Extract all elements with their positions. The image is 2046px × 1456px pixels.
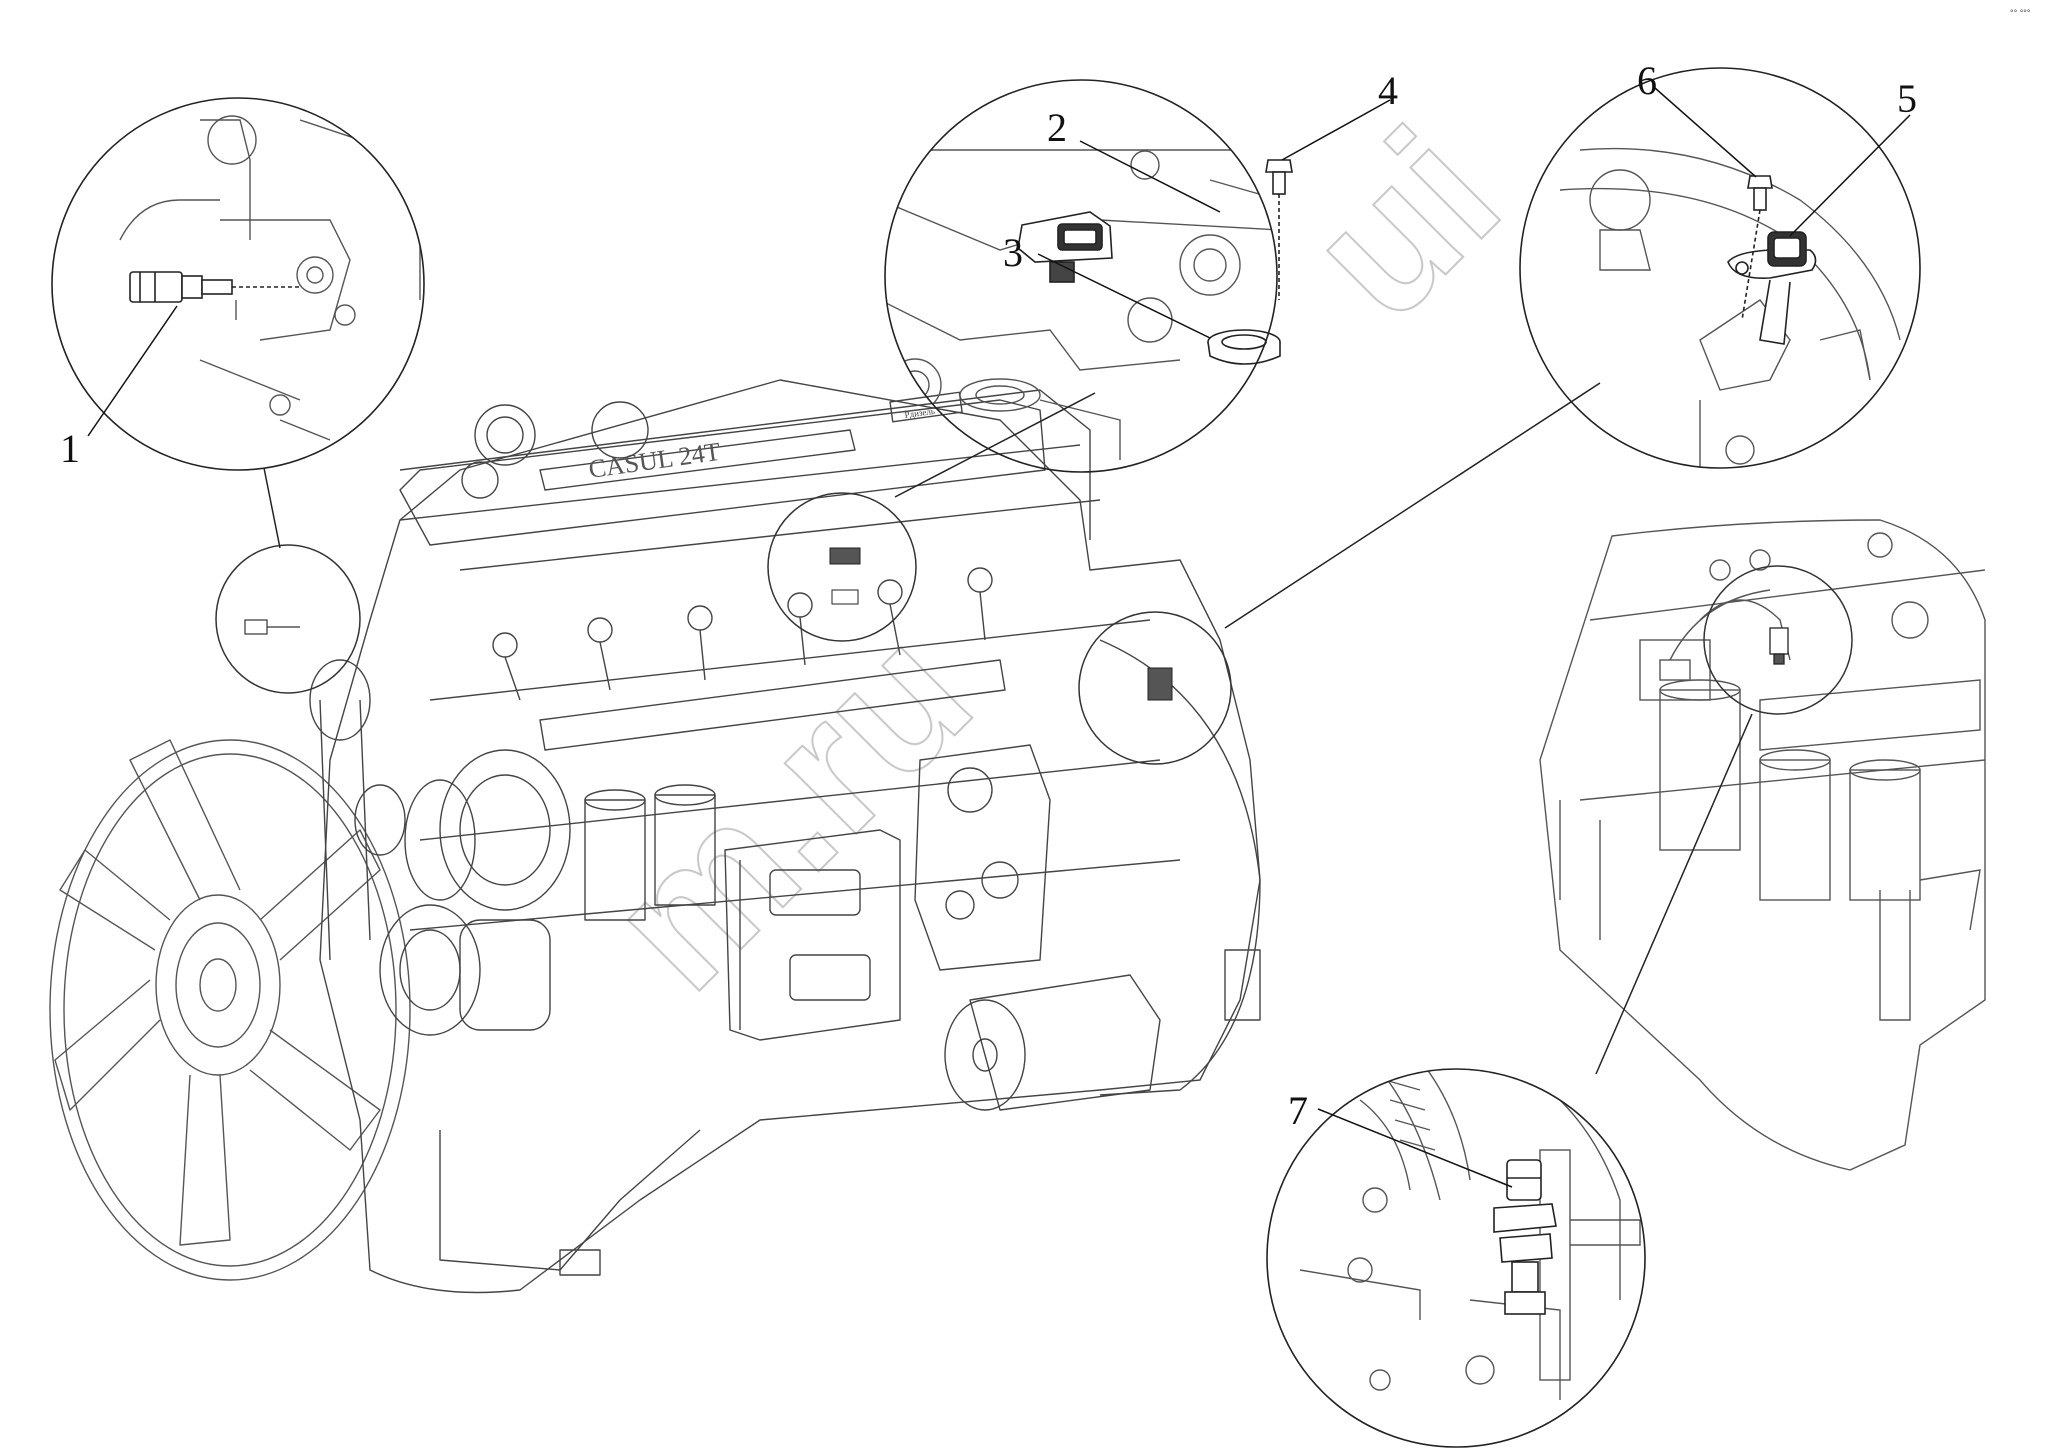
leader-line-2 [1079, 140, 1221, 213]
bolt-6 [1741, 175, 1773, 321]
flywheel-housing [1099, 639, 1261, 1096]
detail-circle-sensor-2-3 [767, 492, 917, 642]
callout-1: 1 [60, 426, 80, 471]
callout-5: 5 [1897, 76, 1917, 121]
fuel-pump [914, 744, 1051, 971]
sensor-1-small [244, 619, 300, 635]
connector-line-2 [894, 392, 1096, 498]
map-sensor-2 [1017, 211, 1113, 283]
leader-line-4 [1281, 99, 1391, 161]
engine-illustration: CASUL 24T [49, 300, 1261, 1294]
nameplate-text: Pдизель [904, 406, 936, 420]
callout-2: 2 [1047, 105, 1067, 150]
starter-motor [944, 974, 1161, 1111]
detail-view-1 [51, 97, 425, 471]
detail-view-2 [884, 79, 1293, 473]
detail-circle-sensor-5-6 [1078, 611, 1232, 765]
detail-circle-2-border [884, 79, 1278, 473]
leader-line-5 [1789, 114, 1911, 237]
fuel-filters [584, 784, 716, 921]
ecu-module [724, 829, 901, 1041]
leader-lines [87, 87, 1911, 1188]
side-view-right [1539, 519, 1986, 1171]
engine-block [319, 379, 1261, 1294]
temperature-sensor-1 [129, 271, 300, 303]
connector-line-3 [1224, 382, 1601, 629]
detail-circle-sensor-7 [1703, 565, 1853, 715]
alternator [404, 749, 571, 911]
connector-line-1 [263, 467, 281, 549]
sensor-2-small [829, 547, 861, 605]
watermark-text-2: ui [1269, 90, 1538, 359]
oil-pan [439, 1129, 701, 1276]
detail-view-4 [1266, 1068, 1646, 1448]
leader-line-1 [87, 305, 178, 437]
pressure-sensor-7-small [1769, 627, 1789, 665]
callout-6: 6 [1637, 58, 1657, 103]
seal-ring-3 [1207, 329, 1281, 365]
connector-lines [263, 382, 1753, 1075]
speed-sensor-5 [1727, 231, 1817, 345]
sensor-5-small [1147, 667, 1173, 701]
cooling-fan [49, 300, 411, 1281]
corner-mark: °° °°° [2010, 8, 2031, 18]
injectors-row [492, 567, 1006, 751]
callout-4: 4 [1378, 68, 1398, 113]
detail-circle-sensor-1 [215, 544, 361, 694]
detail-circle-1-border [51, 97, 425, 471]
leader-line-7 [1317, 1108, 1513, 1188]
leader-line-3 [1037, 253, 1211, 339]
pressure-sensor-7 [1493, 1159, 1557, 1315]
detail-circle-3-border [1519, 67, 1921, 469]
detail-circle-4-border [1266, 1068, 1646, 1448]
leader-line-6 [1654, 87, 1757, 178]
connector-line-4 [1595, 713, 1753, 1075]
detail-view-3 [1519, 67, 1921, 469]
callout-labels: 1 2 3 4 5 6 7 [60, 58, 1917, 1133]
engine-detail-circles [215, 492, 1232, 765]
compressor [379, 904, 551, 1036]
belt-pulleys [309, 659, 406, 961]
callout-7: 7 [1288, 1088, 1308, 1133]
callout-3: 3 [1003, 230, 1023, 275]
